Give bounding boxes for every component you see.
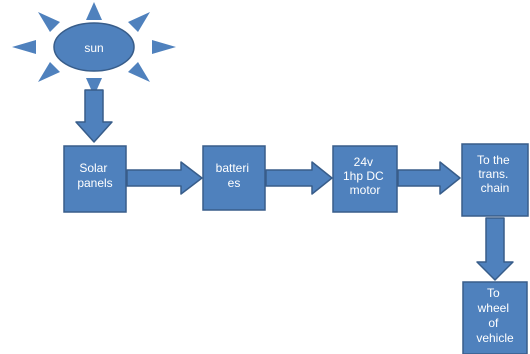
sun-ray [12,40,36,54]
sun-ray [38,62,60,82]
arrow-solar-panels-to-batteries [126,161,203,195]
transmission-label: To the trans. chain [477,153,513,195]
wheel-box [462,281,528,354]
motor-box [332,145,398,213]
sun-ray [152,40,176,54]
sun-ray [38,12,60,32]
sun-ray [128,12,150,32]
arrow-sun-to-solar-panels [75,89,113,143]
arrow-batteries-to-motor [265,161,333,195]
arrow-motor-to-transmission [397,161,461,195]
solar-panels-box [63,145,127,213]
batteries-label: batteri es [216,161,253,190]
wheel-node: To wheel of vehicle [462,281,528,354]
sun-circle [53,22,135,72]
batteries-node: batteri es [202,145,266,211]
sun-ray [128,62,150,82]
sun-node: sun [12,2,176,96]
solar-panels-label: Solar panels [77,161,112,190]
solar-panels-node: Solar panels [63,145,127,213]
sun-label: sun [84,41,103,55]
sun-ray [86,78,102,96]
batteries-box [202,145,266,211]
motor-node: 24v 1hp DC motor [332,145,398,213]
motor-label: 24v 1hp DC motor [343,155,387,197]
wheel-label: To wheel of vehicle [476,286,514,345]
transmission-box [461,143,529,217]
arrow-transmission-to-wheel [476,217,514,281]
sun-ray [86,2,102,20]
transmission-node: To the trans. chain [461,143,529,217]
